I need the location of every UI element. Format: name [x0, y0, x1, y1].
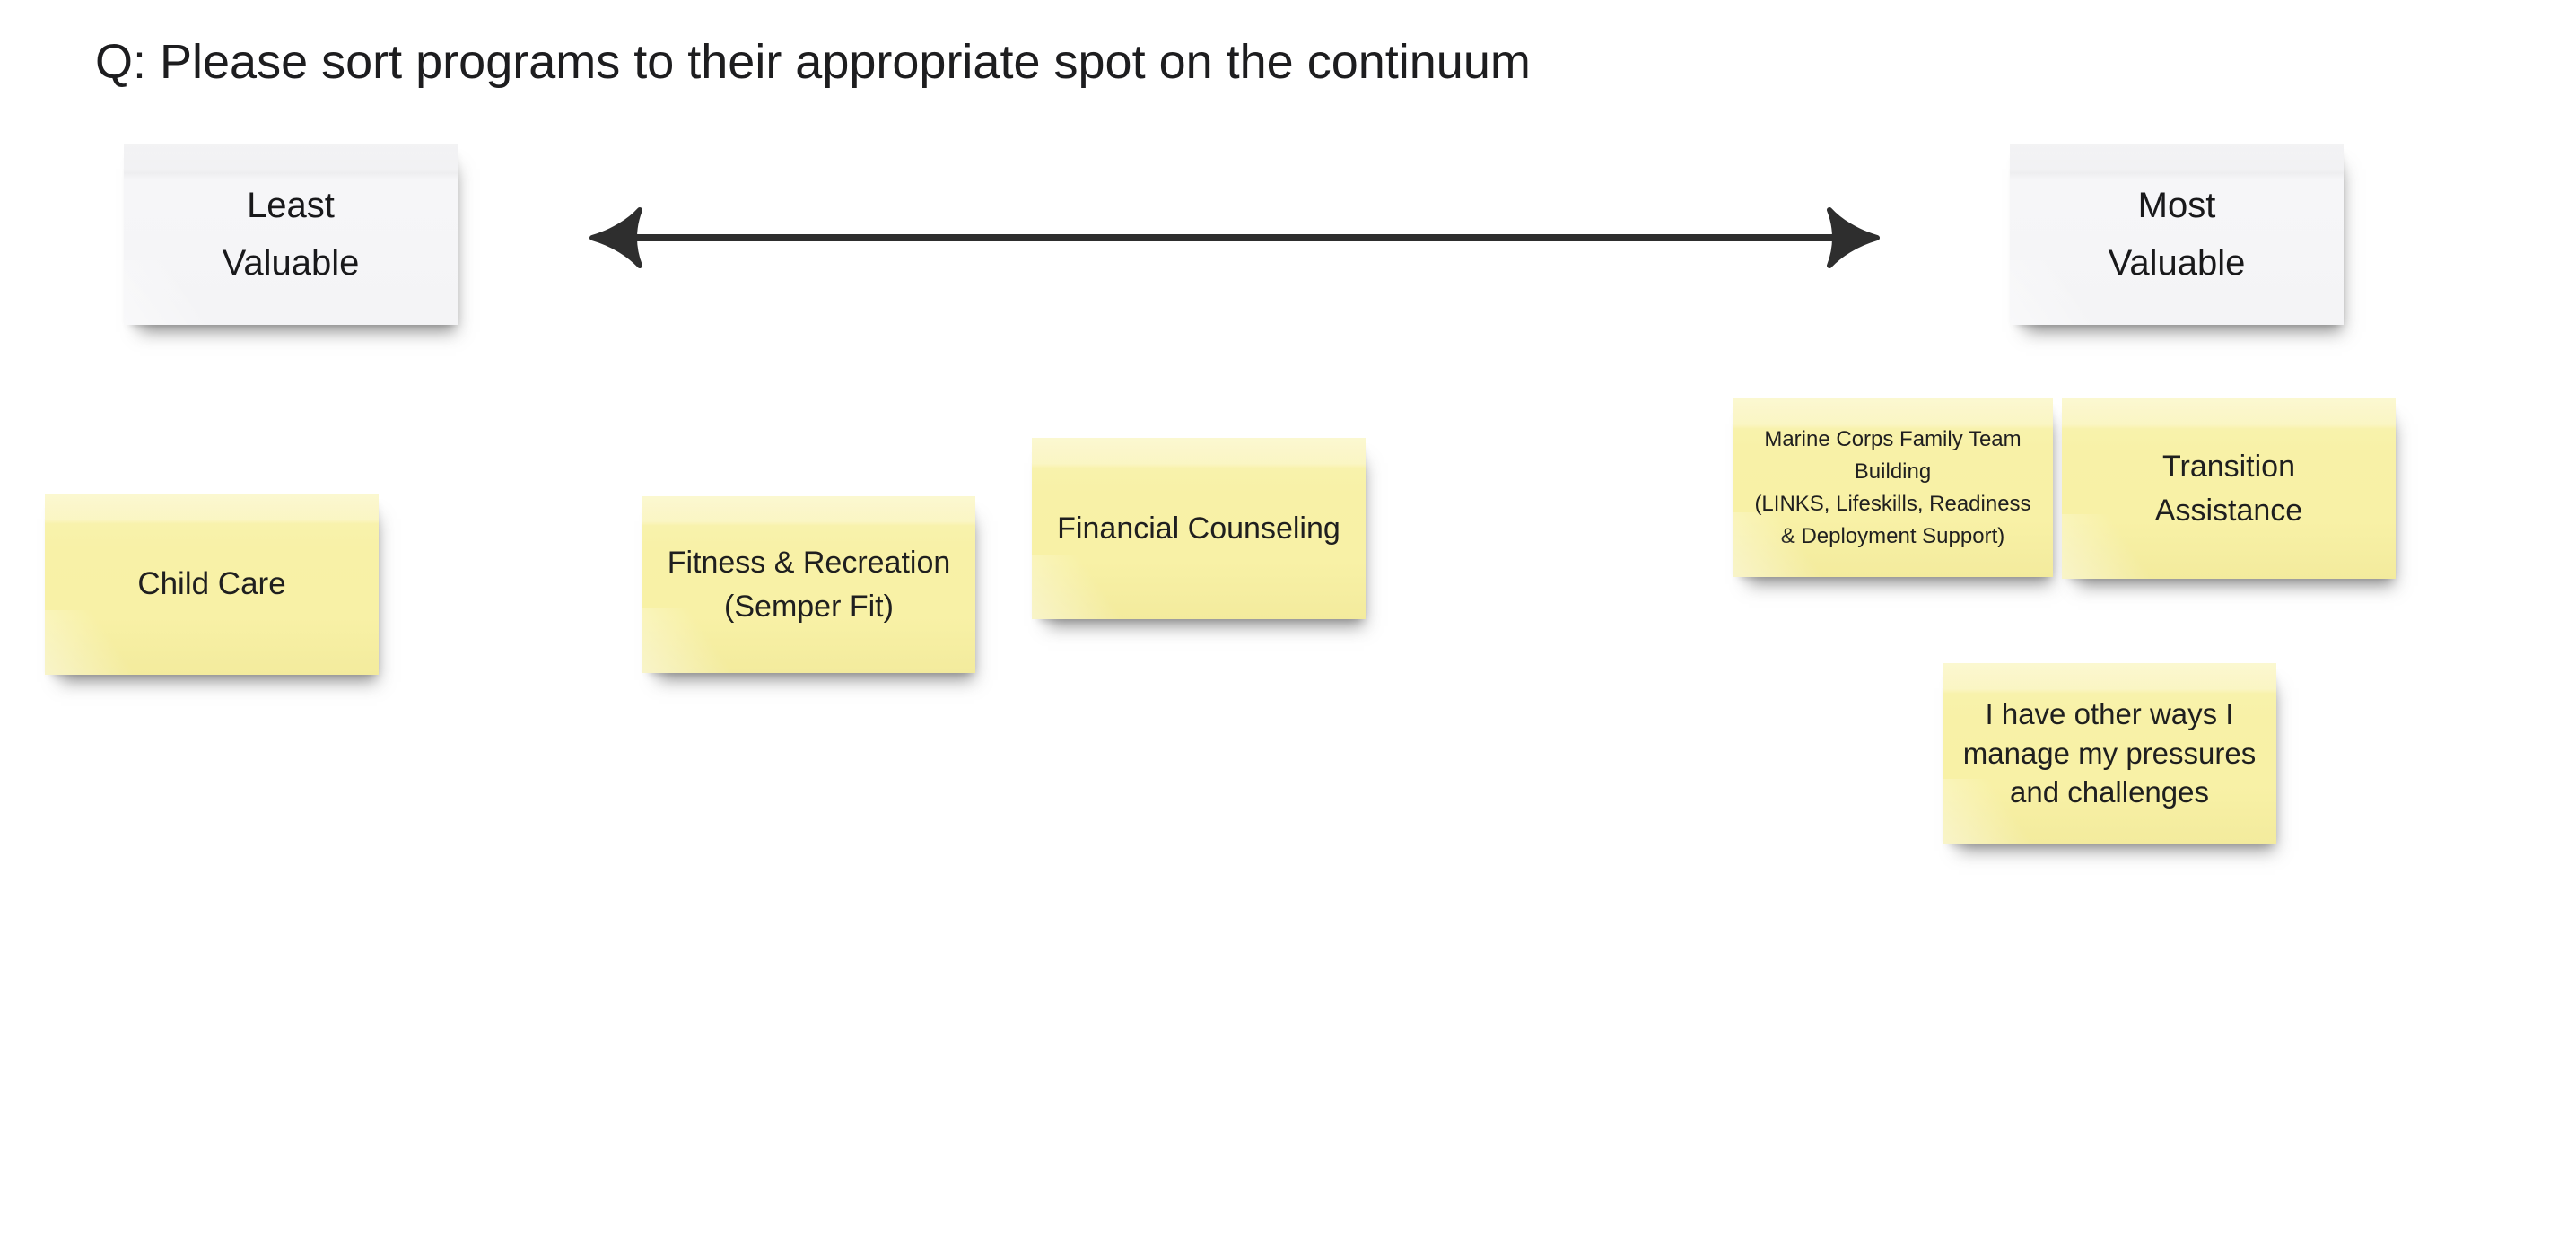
arrow-left-head-icon [589, 207, 642, 268]
note-least-valuable[interactable]: Least Valuable [124, 144, 458, 325]
note-financial-counseling[interactable]: Financial Counseling [1032, 438, 1366, 619]
arrow-right-head-icon [1827, 207, 1880, 268]
note-fitness-recreation[interactable]: Fitness & Recreation (Semper Fit) [642, 496, 975, 673]
note-text: Marine Corps Family Team Building (LINKS… [1754, 426, 2031, 548]
note-text: Least Valuable [222, 186, 360, 283]
note-marine-corps-family-team-building[interactable]: Marine Corps Family Team Building (LINKS… [1733, 398, 2053, 577]
note-most-valuable[interactable]: Most Valuable [2010, 144, 2344, 325]
note-text: Most Valuable [2108, 186, 2246, 283]
note-text: I have other ways I manage my pressures … [1962, 696, 2257, 809]
board-title: Q: Please sort programs to their appropr… [95, 35, 1531, 89]
note-other-ways[interactable]: I have other ways I manage my pressures … [1943, 663, 2276, 844]
note-text: Child Care [137, 566, 286, 602]
continuum-arrow [589, 207, 1880, 268]
note-text: Fitness & Recreation (Semper Fit) [667, 546, 951, 624]
note-text: Financial Counseling [1057, 511, 1340, 546]
note-transition-assistance[interactable]: Transition Assistance [2062, 398, 2396, 579]
note-text: Transition Assistance [2154, 450, 2303, 528]
note-child-care[interactable]: Child Care [45, 494, 379, 675]
